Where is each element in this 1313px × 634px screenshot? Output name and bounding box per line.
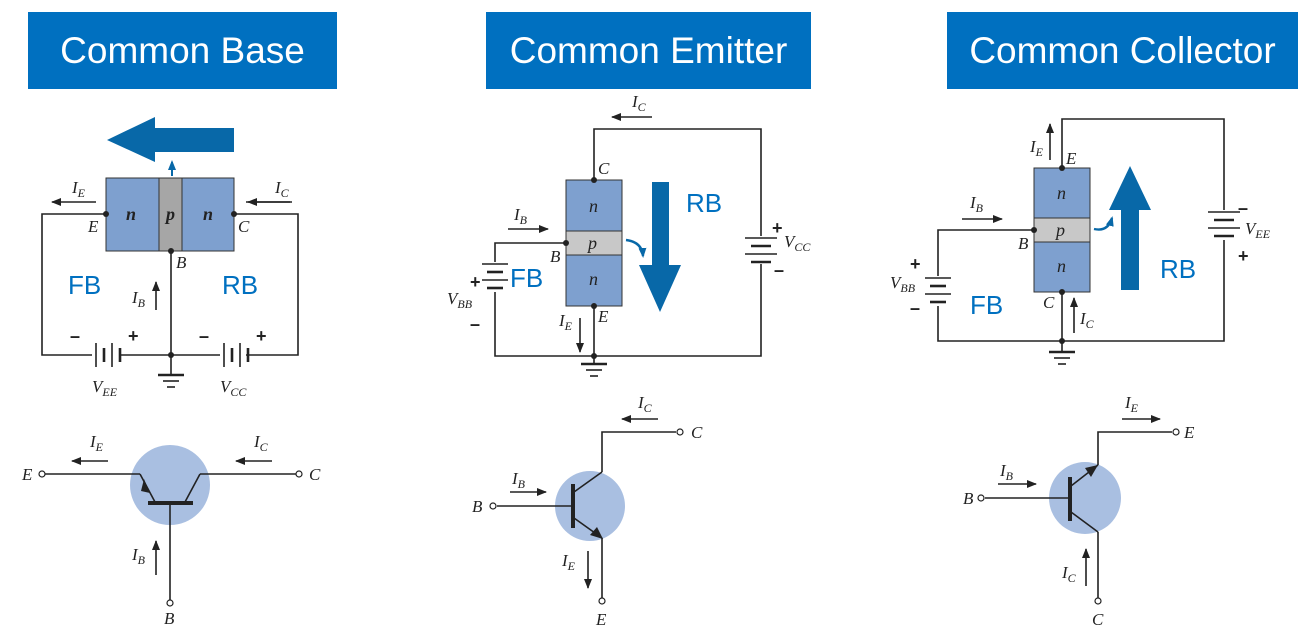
cc-sym-b: B xyxy=(963,489,974,508)
cc-label-e: E xyxy=(1065,149,1077,168)
cc-n-emitter-region xyxy=(1033,167,1091,219)
cc-label-b: B xyxy=(1018,234,1029,253)
header-common-collector-text: Common Collector xyxy=(969,29,1276,71)
cb-ie-label: IE xyxy=(71,178,86,200)
cb-vee-plus: + xyxy=(128,326,139,346)
cb-symbol xyxy=(38,445,303,607)
cc-vbb-plus: + xyxy=(910,254,921,274)
cb-sym-e: E xyxy=(21,465,33,484)
ce-sym-c: C xyxy=(691,423,703,442)
cb-sym-ic: IC xyxy=(253,432,269,454)
cc-rb-label: RB xyxy=(1160,254,1196,284)
cb-label-e: E xyxy=(87,217,99,236)
cb-n-collector-region xyxy=(181,177,235,252)
ce-label-b: B xyxy=(550,247,561,266)
cb-rb-label: RB xyxy=(222,270,258,300)
ce-fb-label: FB xyxy=(510,263,543,293)
ce-sym-b: B xyxy=(472,497,483,516)
header-common-base-text: Common Base xyxy=(60,29,305,71)
header-common-base: Common Base xyxy=(28,12,337,89)
ce-region-p: p xyxy=(586,233,597,253)
cb-n-emitter-region xyxy=(105,177,160,252)
cc-sym-ie: IE xyxy=(1124,393,1139,415)
cc-region-p: p xyxy=(1054,220,1065,240)
cc-electron-flow-arrow xyxy=(1109,166,1151,290)
header-common-collector: Common Collector xyxy=(947,12,1298,89)
cb-sym-c: C xyxy=(309,465,321,484)
cc-base-flow-arrow xyxy=(1093,216,1114,231)
ce-region-n2: n xyxy=(589,269,598,289)
ce-p-base-region xyxy=(565,230,623,256)
cc-region-n1: n xyxy=(1057,183,1066,203)
ce-n-emitter-region xyxy=(565,254,623,307)
header-common-emitter-text: Common Emitter xyxy=(509,29,788,71)
ce-rb-label: RB xyxy=(686,188,722,218)
ce-ib-label: IB xyxy=(513,205,528,227)
cb-electron-flow-arrow xyxy=(107,117,234,162)
cc-region-n2: n xyxy=(1057,256,1066,276)
ce-vcc-minus: – xyxy=(774,260,784,280)
ce-sym-ic: IC xyxy=(637,393,653,415)
cc-fb-label: FB xyxy=(970,290,1003,320)
cb-circuit xyxy=(41,117,299,388)
ce-symbol xyxy=(489,415,684,605)
cc-vee-minus: – xyxy=(1238,198,1248,218)
cc-vee-label: VEE xyxy=(1245,219,1271,241)
ce-vcc-plus: + xyxy=(772,218,783,238)
cc-sym-ib: IB xyxy=(999,461,1014,483)
ce-n-collector-region xyxy=(565,179,623,232)
cb-vcc-label: VCC xyxy=(220,377,247,399)
cb-vee-minus: – xyxy=(70,326,80,346)
ce-sym-ib: IB xyxy=(511,469,526,491)
cc-circuit xyxy=(925,118,1240,365)
cb-sym-ib: IB xyxy=(131,545,146,567)
cb-ib-label: IB xyxy=(131,288,146,310)
cb-sym-b: B xyxy=(164,609,175,628)
cb-region-n1: n xyxy=(126,204,136,224)
cc-ie-label: IE xyxy=(1029,137,1044,159)
ce-electron-flow-arrow xyxy=(639,182,681,312)
cb-ic-label: IC xyxy=(274,178,290,200)
ce-ie-label: IE xyxy=(558,311,573,333)
cc-ic-label: IC xyxy=(1079,309,1095,331)
ce-ic-label: IC xyxy=(631,92,647,114)
cc-label-c: C xyxy=(1043,293,1055,312)
cc-sym-c: C xyxy=(1092,610,1104,629)
cc-symbol xyxy=(977,415,1180,605)
cc-sym-e: E xyxy=(1183,423,1195,442)
cb-region-n2: n xyxy=(203,204,213,224)
ce-base-flow-arrow xyxy=(625,238,647,258)
ce-vbb-minus: – xyxy=(470,314,480,334)
cc-sym-ic: IC xyxy=(1061,563,1077,585)
ce-region-n1: n xyxy=(589,196,598,216)
cc-vee-plus: + xyxy=(1238,246,1249,266)
ce-vbb-plus: + xyxy=(470,272,481,292)
cc-ib-label: IB xyxy=(969,193,984,215)
ce-sym-e: E xyxy=(595,610,607,629)
ce-vbb-label: VBB xyxy=(447,289,473,311)
cc-vbb-label: VBB xyxy=(890,273,916,295)
ce-circuit xyxy=(482,113,777,377)
cb-vee-label: VEE xyxy=(92,377,118,399)
cc-vbb-minus: – xyxy=(910,298,920,318)
cb-vcc-minus: – xyxy=(199,326,209,346)
ce-label-c: C xyxy=(598,159,610,178)
cb-label-c: C xyxy=(238,217,250,236)
cb-fb-label: FB xyxy=(68,270,101,300)
cb-sym-ie: IE xyxy=(89,432,104,454)
cb-vcc-plus: + xyxy=(256,326,267,346)
ce-label-e: E xyxy=(597,307,609,326)
cb-region-p: p xyxy=(164,204,175,224)
ce-sym-ie: IE xyxy=(561,551,576,573)
ce-vcc-label: VCC xyxy=(784,232,811,254)
cb-label-b: B xyxy=(176,253,187,272)
header-common-emitter: Common Emitter xyxy=(486,12,811,89)
